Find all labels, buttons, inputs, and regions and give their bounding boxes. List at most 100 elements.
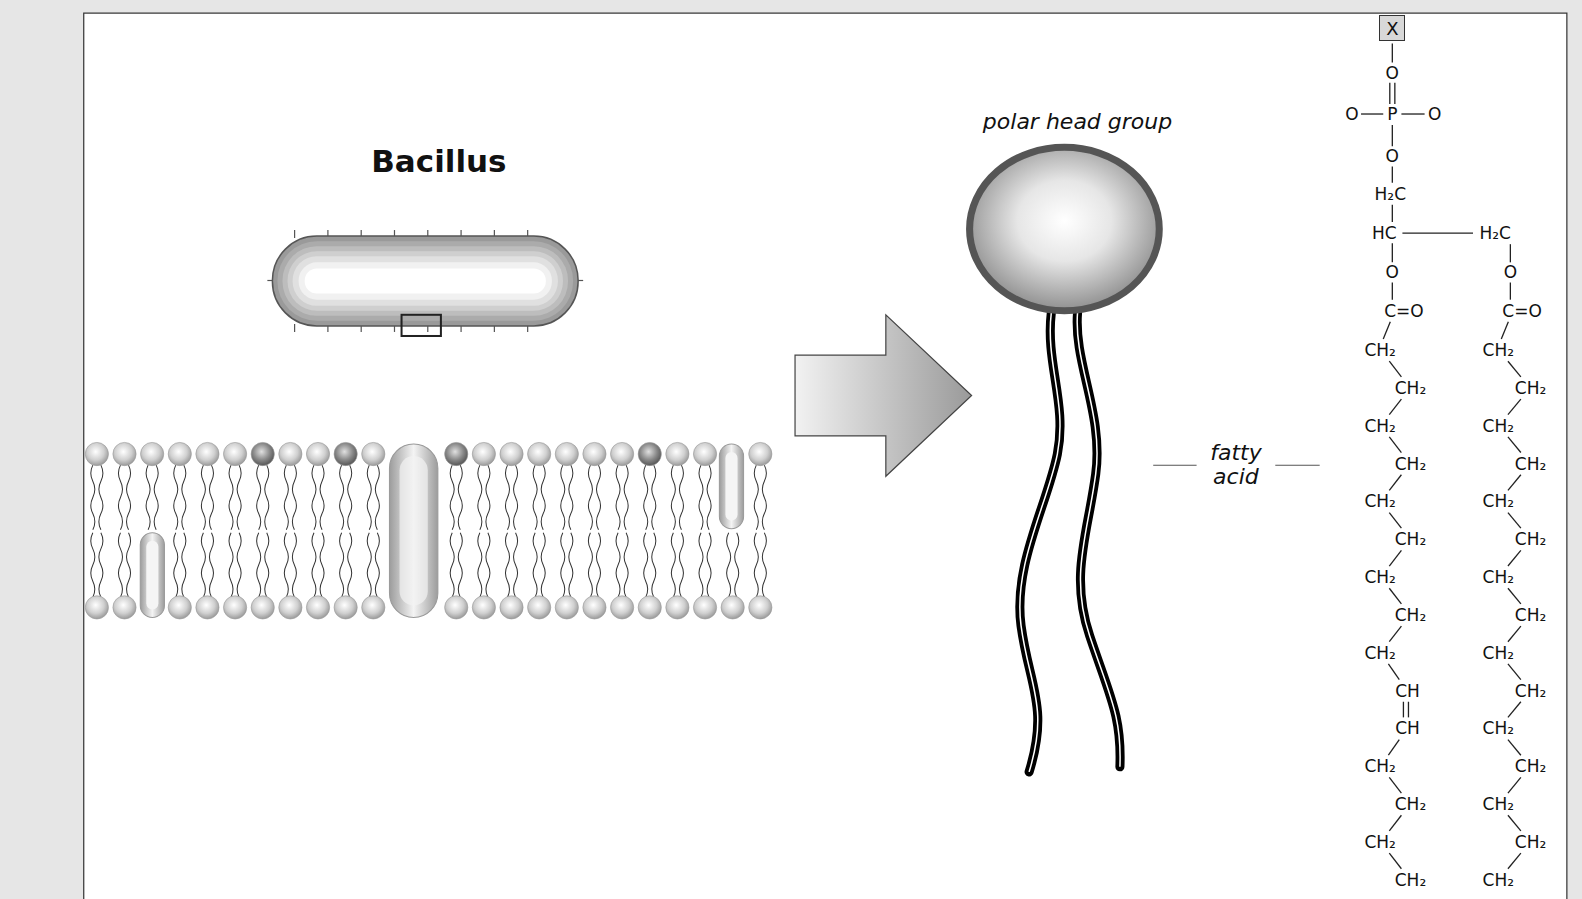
bond bbox=[1508, 740, 1521, 756]
lipid-tail bbox=[320, 533, 324, 598]
lipid-head bbox=[638, 442, 661, 465]
lipid-head bbox=[611, 596, 634, 619]
spike bbox=[294, 230, 295, 238]
lipid-tail bbox=[707, 465, 711, 530]
atom-label: CH₂ bbox=[1483, 719, 1514, 738]
lipid-head bbox=[638, 596, 661, 619]
atom-label: CH₂ bbox=[1483, 492, 1514, 511]
bond bbox=[1401, 113, 1424, 114]
lipid-head bbox=[334, 442, 357, 465]
atom-label: CH₂ bbox=[1364, 416, 1395, 435]
lipid-tail bbox=[284, 533, 288, 598]
callout-label: fatty acid bbox=[1201, 441, 1271, 489]
lipid-head bbox=[196, 442, 219, 465]
lipid-tail bbox=[127, 533, 131, 598]
lipid-tail bbox=[182, 465, 186, 530]
lipid-tail bbox=[154, 465, 158, 530]
atom-label: P bbox=[1387, 105, 1397, 124]
atom-label: CH₂ bbox=[1395, 379, 1426, 398]
lipid-tail bbox=[257, 533, 261, 598]
atom-label: O bbox=[1428, 105, 1441, 124]
atom-label: CH bbox=[1395, 719, 1420, 738]
phospholipid bbox=[970, 147, 1160, 772]
atom-label: CH₂ bbox=[1515, 681, 1546, 700]
atom-label: CH₂ bbox=[1483, 341, 1514, 360]
atom-label: O bbox=[1386, 63, 1399, 82]
bond bbox=[1508, 815, 1521, 831]
lipid-tail bbox=[229, 465, 233, 530]
lipid-tail bbox=[478, 533, 482, 598]
lipid-head bbox=[749, 442, 772, 465]
bond bbox=[1508, 399, 1521, 415]
lipid-head bbox=[749, 596, 772, 619]
lipid-tail bbox=[616, 465, 620, 530]
lipid-tail bbox=[320, 465, 324, 530]
atom-label: CH₂ bbox=[1515, 833, 1546, 852]
bacillus-cell bbox=[267, 230, 583, 336]
bond bbox=[1361, 113, 1383, 114]
bond bbox=[1392, 43, 1393, 62]
atom-label: O bbox=[1386, 263, 1399, 282]
lipid-head bbox=[223, 596, 246, 619]
lipid-tail bbox=[652, 533, 656, 598]
lipid-tail bbox=[312, 533, 316, 598]
atom-label: CH₂ bbox=[1364, 757, 1395, 776]
lipid-tail bbox=[375, 533, 379, 598]
lipid-head bbox=[85, 596, 108, 619]
atom-label: H₂C bbox=[1479, 224, 1510, 243]
lipid-tail bbox=[735, 533, 739, 598]
atom-label: CH₂ bbox=[1483, 416, 1514, 435]
atom-label: CH bbox=[1395, 681, 1420, 700]
bond bbox=[1508, 361, 1521, 377]
lipid-head bbox=[251, 442, 274, 465]
lipid-tail bbox=[624, 465, 628, 530]
lipid-head bbox=[251, 596, 274, 619]
bond bbox=[1389, 777, 1401, 793]
atom-label: CH₂ bbox=[1364, 341, 1395, 360]
lipid-head bbox=[500, 596, 523, 619]
atom-label: CH₂ bbox=[1483, 643, 1514, 662]
lipid-tail bbox=[174, 533, 178, 598]
lipid-head bbox=[113, 596, 136, 619]
lipid-tail bbox=[340, 533, 344, 598]
callout-label: polar head group bbox=[983, 110, 1172, 134]
lipid-tail bbox=[486, 465, 490, 530]
title: Bacillus bbox=[371, 144, 506, 178]
atom-label: CH₂ bbox=[1515, 379, 1546, 398]
lipid-tail bbox=[533, 533, 537, 598]
lipid-tail bbox=[505, 465, 509, 530]
atom-label: CH₂ bbox=[1515, 530, 1546, 549]
lipid-tail bbox=[340, 465, 344, 530]
atom-label: CH₂ bbox=[1483, 795, 1514, 814]
atom-label: CH₂ bbox=[1395, 530, 1426, 549]
lipid-tail bbox=[229, 533, 233, 598]
bond bbox=[1389, 550, 1401, 566]
lipid-tail bbox=[201, 533, 205, 598]
atom-label: C=O bbox=[1502, 301, 1542, 320]
lipid-head bbox=[555, 596, 578, 619]
lipid-head bbox=[279, 442, 302, 465]
atom-label: CH₂ bbox=[1515, 454, 1546, 473]
lipid-tail bbox=[699, 533, 703, 598]
lipid-tail bbox=[514, 533, 518, 598]
bond bbox=[1508, 777, 1521, 793]
lipid-tail bbox=[754, 465, 758, 530]
lipid-tail bbox=[514, 465, 518, 530]
atom-label: HC bbox=[1372, 224, 1397, 243]
lipid-head bbox=[168, 596, 191, 619]
lipid-head bbox=[223, 442, 246, 465]
lipid-tail bbox=[727, 533, 731, 598]
atom-label: CH₂ bbox=[1395, 795, 1426, 814]
lipid-head bbox=[113, 442, 136, 465]
lipid-head bbox=[583, 596, 606, 619]
box-label: X bbox=[1386, 18, 1398, 39]
lipid-head bbox=[362, 442, 385, 465]
bond bbox=[1508, 588, 1521, 604]
lipid-head bbox=[500, 442, 523, 465]
bond bbox=[1392, 125, 1393, 146]
lipid-tail bbox=[616, 533, 620, 598]
lipid-head bbox=[306, 596, 329, 619]
bond bbox=[1389, 853, 1401, 869]
lipid-head bbox=[141, 442, 164, 465]
